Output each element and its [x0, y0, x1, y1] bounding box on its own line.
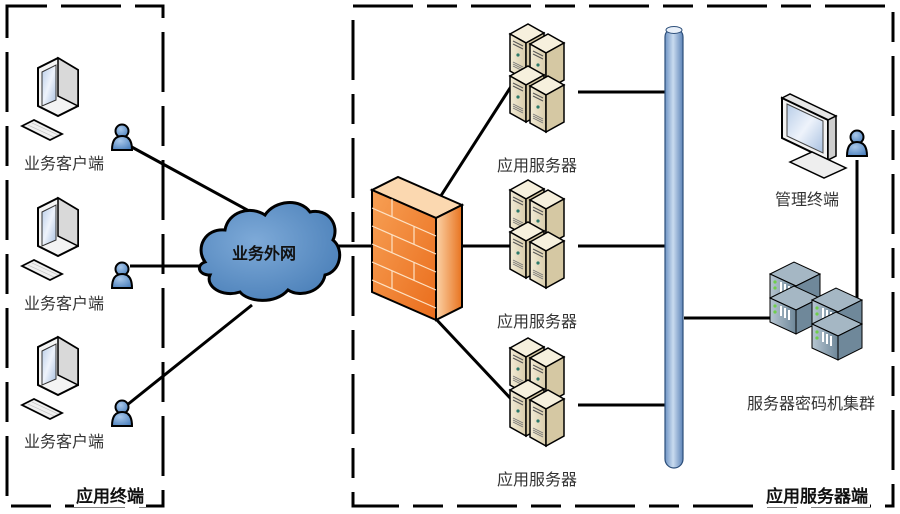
client-pc-icon: [21, 336, 79, 420]
network-label: 业务外网: [232, 244, 297, 263]
user-icon: [111, 123, 133, 151]
crypto-cluster-icon: [769, 261, 863, 361]
app-server-icon: [510, 180, 564, 288]
connection-lines: [126, 84, 859, 407]
client-label: 业务客户端: [24, 154, 105, 173]
admin-user-icon: [846, 129, 868, 157]
server-zone-label: 应用服务器端: [764, 482, 870, 507]
crypto-cluster-label: 服务器密码机集群: [747, 394, 876, 413]
client-label: 业务客户端: [24, 294, 105, 313]
client-label: 业务客户端: [24, 432, 105, 451]
cloud-icon: [197, 201, 342, 302]
management-terminal-label: 管理终端: [775, 190, 840, 209]
client-pc-icon: [21, 197, 79, 281]
app-server-icon: [510, 24, 564, 132]
client-zone-label: 应用终端: [74, 482, 146, 507]
app-server-label: 应用服务器: [497, 470, 578, 489]
app-server-label: 应用服务器: [497, 312, 578, 331]
management-monitor-icon: [780, 93, 848, 179]
app-server-icon: [510, 338, 564, 446]
client-pc-icon: [21, 57, 79, 141]
user-icon: [111, 261, 133, 289]
app-server-label: 应用服务器: [497, 156, 578, 175]
firewall-icon: [369, 175, 465, 322]
backbone-bus: [664, 26, 684, 469]
user-icon: [111, 399, 133, 427]
server-zone-border: [351, 4, 895, 508]
